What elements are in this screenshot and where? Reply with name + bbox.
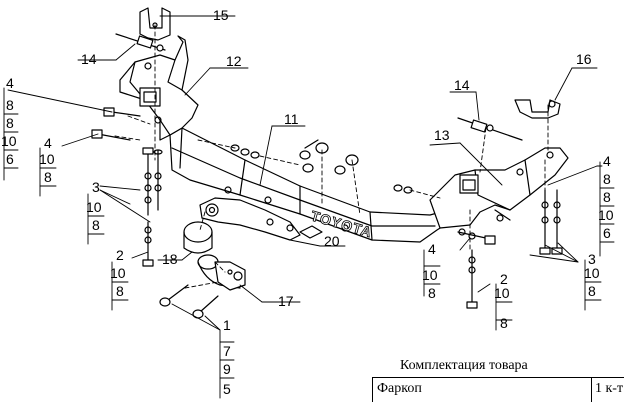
svg-text:10: 10	[598, 207, 614, 223]
table-title: Комплектация товара	[400, 358, 528, 373]
svg-text:4: 4	[44, 135, 52, 151]
svg-text:8: 8	[603, 171, 611, 187]
assembly-guides	[114, 24, 549, 289]
svg-text:8: 8	[6, 115, 14, 131]
svg-text:10: 10	[110, 265, 126, 281]
table-row-qty: 1 к-т	[595, 381, 624, 396]
hitch-mount-plate	[199, 197, 301, 241]
right-clamp-hook	[514, 99, 561, 119]
svg-text:10: 10	[494, 285, 510, 301]
svg-text:4: 4	[428, 241, 436, 257]
svg-text:9: 9	[223, 361, 231, 377]
svg-text:8: 8	[6, 97, 14, 113]
svg-text:10: 10	[86, 199, 102, 215]
callout-16: 16	[576, 51, 592, 67]
leader-lines	[7, 15, 603, 331]
svg-text:8: 8	[92, 217, 100, 233]
callout-14-left: 14	[81, 51, 97, 67]
left-stack-mid: 4 10 8	[39, 135, 55, 185]
callout-13: 13	[434, 127, 450, 143]
main-crossbar-beam	[169, 127, 463, 243]
svg-text:5: 5	[223, 381, 231, 397]
svg-text:2: 2	[500, 271, 508, 287]
callout-14-right: 14	[454, 77, 470, 93]
svg-text:6: 6	[6, 151, 14, 167]
right-bracket	[429, 147, 569, 229]
right-bolts-set	[393, 184, 563, 309]
svg-text:6: 6	[603, 225, 611, 241]
svg-text:8: 8	[588, 283, 596, 299]
svg-text:7: 7	[223, 343, 231, 359]
svg-text:10: 10	[1, 133, 17, 149]
svg-text:2: 2	[116, 247, 124, 263]
right-stack-top: 4 8 8 10 6	[598, 153, 614, 241]
left-bracket	[119, 35, 199, 141]
svg-text:8: 8	[116, 283, 124, 299]
bottom-bolts	[159, 284, 219, 319]
svg-text:10: 10	[422, 267, 438, 283]
parts-table: Фаркоп 1 к-т	[372, 377, 624, 402]
callout-18: 18	[162, 251, 178, 267]
svg-text:8: 8	[500, 315, 508, 331]
table-column-separator	[591, 378, 592, 402]
callout-12: 12	[226, 53, 242, 69]
svg-text:10: 10	[584, 265, 600, 281]
right-top-bolt	[457, 117, 523, 141]
svg-text:10: 10	[39, 151, 55, 167]
center-nuts	[230, 139, 359, 175]
right-stack-2: 2 10 8	[494, 271, 510, 331]
left-stack-3: 3 10 8	[86, 179, 102, 233]
stack-underlines	[3, 87, 615, 399]
left-stack-2: 2 10 8	[110, 247, 126, 299]
callout-15: 15	[213, 7, 229, 23]
svg-text:4: 4	[6, 75, 14, 91]
left-bolts-set	[91, 107, 163, 267]
callout-11: 11	[284, 111, 299, 127]
left-stack-top: 4 8 8 10 6	[1, 75, 17, 167]
right-stack-mid: 4 10 8	[422, 241, 438, 301]
tow-ball	[183, 221, 241, 289]
svg-text:8: 8	[603, 189, 611, 205]
svg-text:3: 3	[92, 179, 100, 195]
svg-text:8: 8	[428, 285, 436, 301]
left-top-bolt	[115, 33, 166, 52]
callout-17: 17	[278, 293, 294, 309]
table-row-name: Фаркоп	[377, 381, 422, 396]
svg-text:1: 1	[223, 317, 231, 333]
bottom-stack-1: 1 7 9 5	[223, 317, 231, 397]
callout-20: 20	[324, 233, 340, 249]
svg-text:3: 3	[588, 251, 596, 267]
svg-text:8: 8	[44, 169, 52, 185]
right-stack-3: 3 10 8	[584, 251, 600, 299]
hitch-badge	[299, 225, 323, 239]
svg-text:4: 4	[603, 153, 611, 169]
